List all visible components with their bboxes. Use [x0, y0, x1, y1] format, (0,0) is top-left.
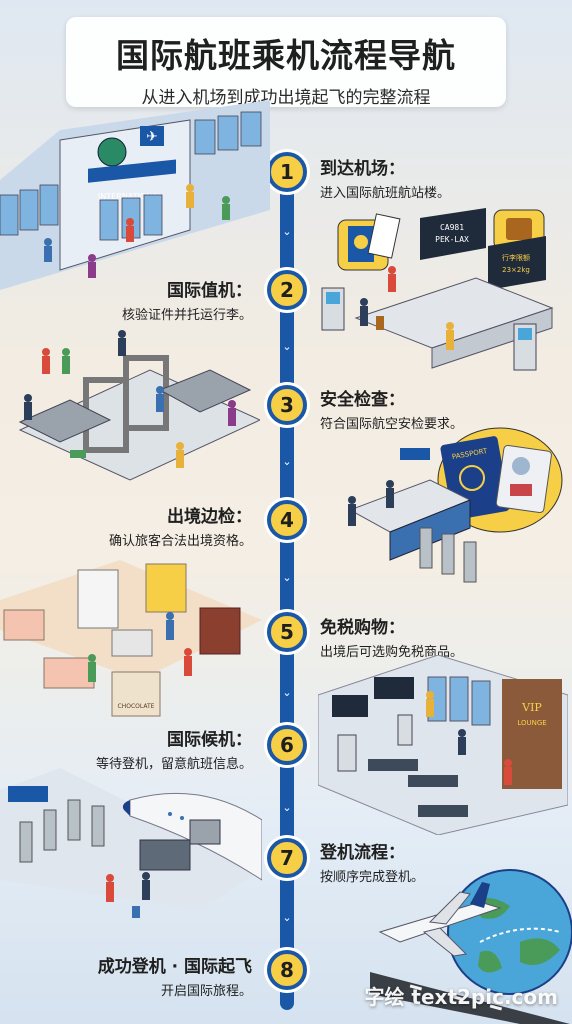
- step-node-7: 7: [267, 838, 307, 878]
- step-5-title: 免税购物：: [320, 618, 405, 638]
- step-4-desc: 确认旅客合法出境资格。: [108, 534, 252, 549]
- step-7-title: 登机流程：: [320, 843, 405, 863]
- chevron-down-icon: ⌄: [282, 455, 292, 468]
- step-8-title: 成功登机 · 国际起飞: [97, 957, 252, 977]
- step-3-title: 安全检查：: [320, 390, 405, 410]
- duty-free-illustration: CHOCOLATE: [0, 560, 262, 717]
- step-node-4: 4: [267, 500, 307, 540]
- step-6-desc: 等待登机，留意航班信息。: [95, 757, 252, 772]
- shop-label: CHOCOLATE: [118, 703, 155, 710]
- step-3-desc: 符合国际航空安检要求。: [320, 417, 464, 432]
- step-6-title: 国际候机：: [167, 730, 252, 750]
- chevron-down-icon: ⌄: [282, 911, 292, 924]
- step-node-1: 1: [267, 152, 307, 192]
- step-1: 到达机场： 进入国际航班航站楼。: [320, 154, 560, 201]
- svg-text:23×2kg: 23×2kg: [502, 266, 530, 274]
- step-node-6: 6: [267, 725, 307, 765]
- svg-text:CA981: CA981: [440, 223, 464, 232]
- step-node-3: 3: [267, 385, 307, 425]
- step-4: 出境边检： 确认旅客合法出境资格。: [12, 502, 252, 549]
- step-3: 安全检查： 符合国际航空安检要求。: [320, 385, 560, 432]
- boarding-gate-illustration: [0, 768, 262, 918]
- timeline-bar: [280, 150, 294, 1010]
- step-7: 登机流程： 按顺序完成登机。: [320, 838, 560, 885]
- page-subtitle: 从进入机场到成功出境起飞的完整流程: [141, 88, 431, 108]
- svg-text:LOUNGE: LOUNGE: [517, 719, 546, 727]
- check-in-illustration: CA981 PEK-LAX 行李限额 23×2kg: [321, 208, 554, 371]
- chevron-down-icon: ⌄: [282, 571, 292, 584]
- step-4-title: 出境边检：: [167, 507, 252, 527]
- step-node-5: 5: [267, 612, 307, 652]
- step-2-title: 国际值机：: [167, 281, 252, 301]
- chevron-down-icon: ⌄: [282, 225, 292, 238]
- svg-text:PEK-LAX: PEK-LAX: [435, 235, 469, 244]
- chevron-down-icon: ⌄: [282, 801, 292, 814]
- svg-text:行李限额: 行李限额: [502, 253, 530, 262]
- step-5-desc: 出境后可选购免税商品。: [320, 645, 464, 660]
- svg-text:✈: ✈: [146, 129, 158, 145]
- step-8: 成功登机 · 国际起飞 开启国际旅程。: [12, 952, 252, 999]
- watermark: 字绘 text2pic.com: [364, 985, 558, 1009]
- step-1-title: 到达机场：: [320, 159, 405, 179]
- title-card: 国际航班乘机流程导航 从进入机场到成功出境起飞的完整流程: [66, 17, 506, 108]
- step-8-desc: 开启国际旅程。: [160, 984, 252, 999]
- terminal-building-illustration: ✈ INTERNATIONAL: [0, 100, 270, 290]
- chevron-down-icon: ⌄: [282, 686, 292, 699]
- step-2: 国际值机： 核验证件并托运行李。: [12, 276, 252, 323]
- terminal-sign: INTERNATIONAL: [98, 192, 163, 201]
- step-1-desc: 进入国际航班航站楼。: [320, 186, 451, 201]
- svg-text:VIP: VIP: [521, 701, 542, 714]
- step-node-8: 8: [267, 950, 307, 990]
- chevron-down-icon: ⌄: [282, 340, 292, 353]
- step-5: 免税购物： 出境后可选购免税商品。: [320, 613, 560, 660]
- step-2-desc: 核验证件并托运行李。: [121, 308, 252, 323]
- waiting-lounge-illustration: VIP LOUNGE: [318, 655, 568, 835]
- step-6: 国际候机： 等待登机，留意航班信息。: [12, 725, 252, 772]
- takeoff-globe-illustration: [370, 869, 572, 1024]
- step-7-desc: 按顺序完成登机。: [320, 870, 425, 885]
- page-title: 国际航班乘机流程导航: [116, 36, 456, 75]
- security-check-illustration: [18, 330, 260, 481]
- border-control-illustration: PASSPORT: [348, 427, 563, 583]
- step-node-2: 2: [267, 270, 307, 310]
